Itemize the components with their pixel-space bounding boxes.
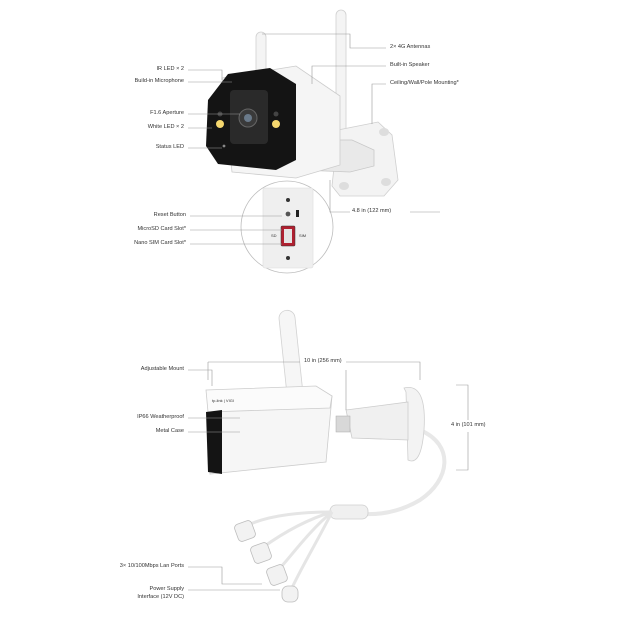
mount-screw xyxy=(339,182,349,190)
label-mounting: Ceiling/Wall/Pole Mounting* xyxy=(390,80,459,86)
top-leader-lines xyxy=(188,33,440,245)
label-speaker: Built-in Speaker xyxy=(390,62,430,68)
power-cable xyxy=(361,428,447,517)
label-weatherproof: IP66 Weatherproof xyxy=(137,414,184,420)
label-white-led: White LED × 2 xyxy=(147,124,184,130)
camera-front xyxy=(206,410,222,474)
label-microphone: Build-in Microphone xyxy=(134,78,184,84)
label-power-line2: Interface (12V DC) xyxy=(137,594,184,600)
white-led xyxy=(272,120,280,128)
mount-arm xyxy=(345,401,409,441)
lan-port-3 xyxy=(266,564,288,586)
cable-junction xyxy=(329,504,369,520)
label-height-dimension: 4 in (101 mm) xyxy=(451,422,486,428)
label-microsd-slot: MicroSD Card Slot* xyxy=(137,226,187,232)
label-reset-button: Reset Button xyxy=(153,212,186,218)
label-sim: SIM xyxy=(299,233,307,238)
mount-screw xyxy=(381,178,391,186)
label-top-dimension: 4.8 in (122 mm) xyxy=(352,208,392,214)
label-length-dimension: 10 in (256 mm) xyxy=(304,358,342,364)
screw-bottom xyxy=(286,256,290,260)
status-led xyxy=(222,144,226,148)
bottom-leader-lines xyxy=(188,361,469,591)
label-metal-case: Metal Case xyxy=(155,428,184,434)
brand-logo: tp-link | VIGI xyxy=(212,398,234,403)
lan-cable xyxy=(247,510,333,527)
mount-screw xyxy=(379,128,389,136)
label-lan-ports: 3× 10/100Mbps Lan Ports xyxy=(119,563,184,569)
label-antennas: 2× 4G Antennas xyxy=(390,44,431,50)
sun-shield xyxy=(205,385,333,413)
top-camera xyxy=(206,9,399,274)
bottom-camera: tp-link | VIGI xyxy=(205,309,447,603)
ir-led xyxy=(273,111,279,117)
microsd-card xyxy=(284,229,292,243)
label-ir-led: IR LED × 2 xyxy=(156,66,184,72)
sim-slot-mark xyxy=(296,210,299,217)
label-adjustable-mount: Adjustable Mount xyxy=(140,366,184,372)
lan-port-2 xyxy=(250,542,272,564)
white-led xyxy=(216,120,224,128)
power-lead xyxy=(290,511,334,589)
label-sd: SD xyxy=(271,233,277,238)
power-plug xyxy=(281,585,299,603)
reset-button xyxy=(285,211,291,217)
mount-joint xyxy=(335,415,351,433)
label-nano-sim-slot: Nano SIM Card Slot* xyxy=(134,240,186,246)
label-status-led: Status LED xyxy=(155,144,184,150)
lan-port-1 xyxy=(234,520,256,542)
lan-cable xyxy=(278,510,333,570)
label-power-line1: Power Supply xyxy=(149,586,184,592)
lens-glass xyxy=(244,114,252,122)
wall-plate xyxy=(403,387,425,462)
screw-top xyxy=(286,198,290,202)
label-aperture: F1.6 Aperture xyxy=(150,110,184,116)
